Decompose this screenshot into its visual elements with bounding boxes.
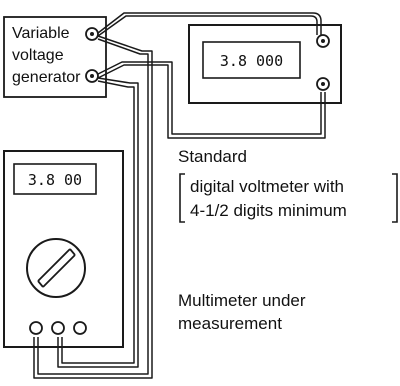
- multimeter-caption-line-2: measurement: [178, 314, 282, 333]
- standard-caption-title: Standard: [178, 147, 247, 166]
- standard-voltmeter-reading: 3.8 000: [220, 52, 283, 70]
- wire-generator-to-standard-positive: [97, 12, 322, 35]
- standard-caption-line-2: 4-1/2 digits minimum: [190, 201, 347, 220]
- right-bracket-icon: [392, 173, 398, 223]
- multimeter-jack-a: [73, 321, 87, 335]
- wire-generator-to-multimeter-negative-inner: [61, 80, 135, 364]
- wire-generator-to-standard-positive-outer: [97, 15, 318, 37]
- standard-voltmeter-display: [202, 41, 301, 79]
- wire-generator-to-multimeter-negative: [57, 77, 139, 368]
- range-selector-dial-icon: [26, 238, 86, 298]
- voltage-generator: Variable voltage generator: [3, 16, 107, 98]
- multimeter-caption: Multimeter under measurement: [178, 291, 306, 333]
- wiring: [33, 12, 326, 379]
- multimeter-caption-line-1: Multimeter under: [178, 291, 306, 310]
- multimeter-display: [13, 163, 97, 195]
- multimeter: 3.8 00: [3, 150, 124, 348]
- standard-voltmeter: 3.8 000: [188, 24, 342, 104]
- generator-terminal-bottom: [85, 69, 99, 83]
- generator-label-line-1: Variable: [12, 25, 70, 42]
- generator-label-line-2: voltage: [12, 47, 64, 64]
- wire-generator-to-multimeter-positive: [33, 35, 153, 379]
- wire-generator-to-standard-negative: [97, 61, 322, 135]
- generator-label-line-3: generator: [12, 69, 81, 86]
- standard-caption: Standard digital voltmeter with 4-1/2 di…: [178, 147, 398, 223]
- wire-generator-to-multimeter-positive-inner: [37, 38, 149, 375]
- left-bracket-icon: [179, 173, 185, 223]
- wire-generator-to-standard-negative-outer: [97, 64, 326, 139]
- multimeter-jack-v: [51, 321, 65, 335]
- standard-voltmeter-body: [188, 24, 342, 104]
- multimeter-body: [3, 150, 124, 348]
- multimeter-reading: 3.8 00: [28, 171, 82, 189]
- multimeter-jack-com: [29, 321, 43, 335]
- standard-terminal-bottom: [316, 77, 330, 91]
- generator-terminal-top: [85, 27, 99, 41]
- generator-box: [3, 16, 107, 98]
- standard-terminal-top: [316, 34, 330, 48]
- standard-caption-line-1: digital voltmeter with: [190, 177, 344, 196]
